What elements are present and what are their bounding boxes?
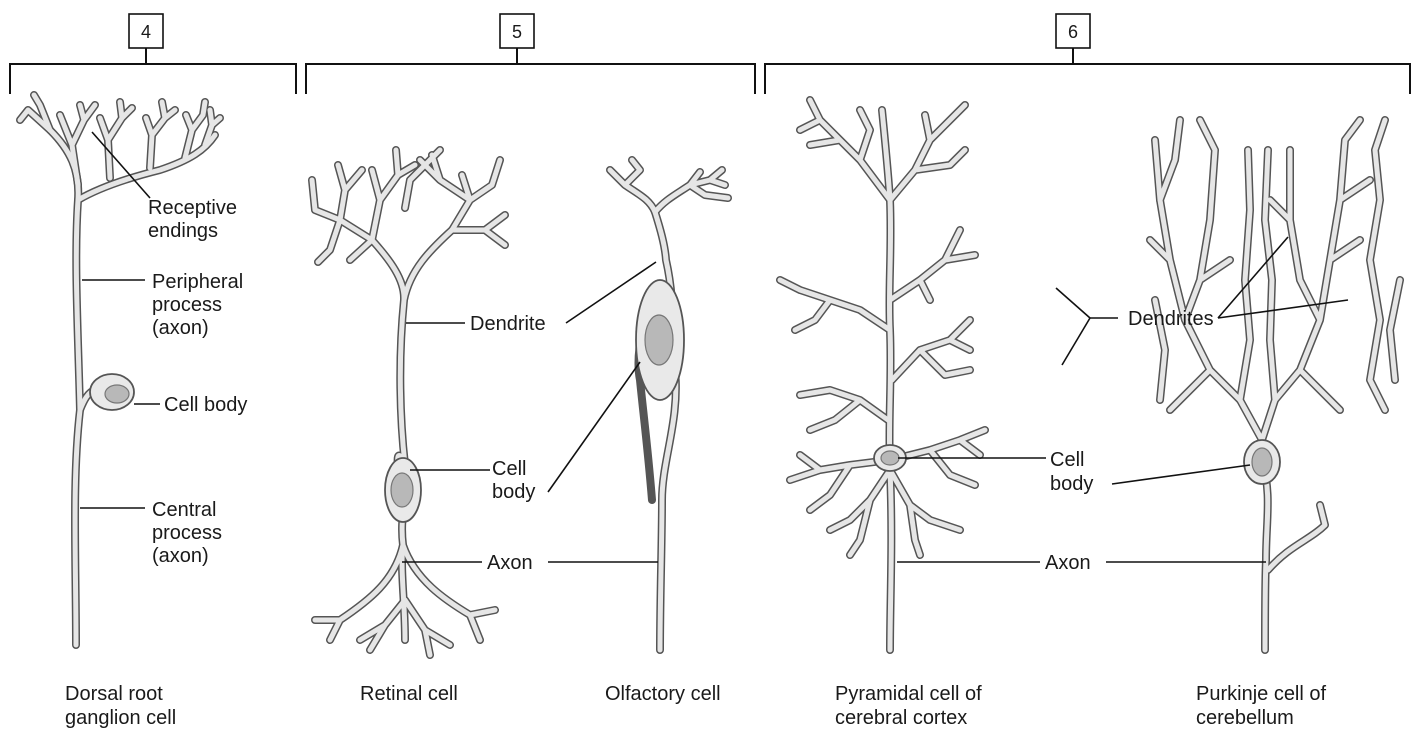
label-central-3: (axon) (152, 545, 209, 567)
label-dendrite: Dendrite (470, 313, 546, 335)
group-6-number: 6 (1068, 22, 1078, 42)
label-cell-body-5-1: Cell (492, 458, 526, 480)
olfactory-cell (610, 160, 728, 650)
group-6-bracket: 6 (765, 14, 1410, 94)
purkinje-nucleus (1252, 448, 1272, 476)
group-5-labels: Dendrite Cell body Axon (402, 262, 658, 574)
caption-pyramidal-1: Pyramidal cell of (835, 683, 982, 705)
group-5-number: 5 (512, 22, 522, 42)
label-cell-body-drg: Cell body (164, 394, 247, 416)
caption-dorsal-root-2: ganglion cell (65, 707, 176, 729)
caption-purkinje-2: cerebellum (1196, 707, 1294, 729)
label-central-2: process (152, 522, 222, 544)
label-peripheral-3: (axon) (152, 317, 209, 339)
group-4-number: 4 (141, 22, 151, 42)
label-axon-5: Axon (487, 552, 533, 574)
drg-labels: Receptive endings Peripheral process (ax… (80, 132, 247, 567)
caption-purkinje-1: Purkinje cell of (1196, 683, 1327, 705)
caption-dorsal-root-1: Dorsal root (65, 683, 163, 705)
label-peripheral-1: Peripheral (152, 271, 243, 293)
label-central-1: Central (152, 499, 216, 521)
group-5-bracket: 5 (306, 14, 755, 94)
label-cell-body-6-1: Cell (1050, 449, 1084, 471)
label-receptive-endings-2: endings (148, 220, 218, 242)
label-dendrites-6: Dendrites (1128, 308, 1214, 330)
label-cell-body-5-2: body (492, 481, 535, 503)
caption-olfactory: Olfactory cell (605, 683, 721, 705)
olfactory-nucleus (645, 315, 673, 365)
retinal-nucleus (391, 473, 413, 507)
pyramidal-nucleus (881, 451, 899, 465)
purkinje-cell (1150, 120, 1400, 650)
pyramidal-cell (780, 100, 985, 650)
retinal-cell (312, 150, 505, 655)
caption-pyramidal-2: cerebral cortex (835, 707, 967, 729)
label-receptive-endings-1: Receptive (148, 197, 237, 219)
label-peripheral-2: process (152, 294, 222, 316)
caption-retinal: Retinal cell (360, 683, 458, 705)
drg-nucleus (105, 385, 129, 403)
group-6-labels: Dendrites Cell body Axon (897, 237, 1348, 574)
label-cell-body-6-2: body (1050, 473, 1093, 495)
label-axon-6: Axon (1045, 552, 1091, 574)
captions: Dorsal root ganglion cell Retinal cell O… (65, 683, 1327, 729)
group-4-bracket: 4 (10, 14, 296, 94)
